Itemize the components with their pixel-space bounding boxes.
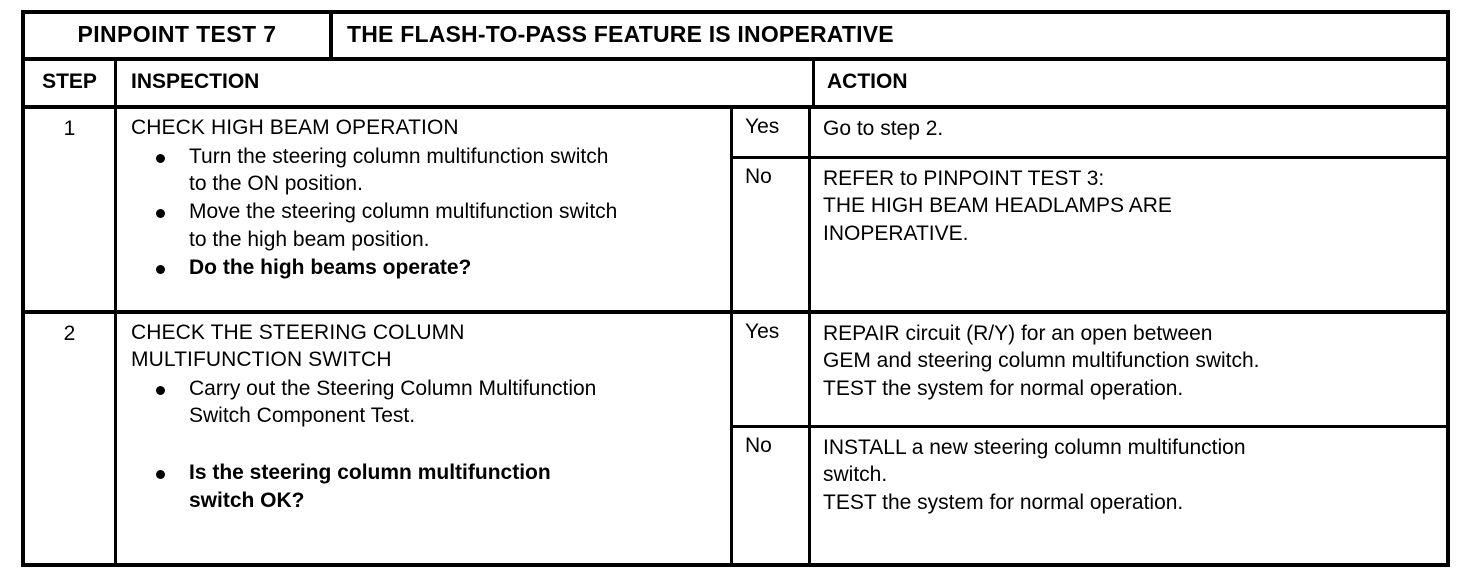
list-item-line: Turn the steering column multifunction s… [189,144,609,168]
list-item-line: Is the steering column multifunction [189,461,551,485]
action-line: Go to step 2. [823,117,944,140]
list-item-line: Do the high beams operate? [189,256,472,280]
pinpoint-test-table: PINPOINT TEST 7 THE FLASH-TO-PASS FEATUR… [21,10,1450,567]
column-header-action: ACTION [827,70,908,93]
action-line: TEST the system for normal operation. [823,376,1184,400]
list-item-line: to the ON position. [189,172,363,196]
step-number: 1 [25,109,117,310]
action-text: Go to step 2. [811,109,1446,156]
answer-label-no: No [733,428,811,563]
action-line: REPAIR circuit (R/Y) for an open between [823,322,1213,345]
step-inspection-cell: CHECK THE STEERING COLUMN MULTIFUNCTION … [117,314,733,563]
action-line: THE HIGH BEAM HEADLAMPS ARE [823,194,1172,218]
answer-label-yes: Yes [733,109,811,156]
list-item: Turn the steering column multifunction s… [131,143,720,198]
action-line: GEM and steering column multifunction sw… [823,349,1260,373]
list-item-line: to the high beam position. [189,227,430,251]
step-inspection-cell: CHECK HIGH BEAM OPERATION Turn the steer… [117,109,733,310]
result-row-yes: Yes REPAIR circuit (R/Y) for an open bet… [733,314,1446,428]
action-line: REFER to PINPOINT TEST 3: [823,167,1105,190]
action-line: INOPERATIVE. [823,221,969,245]
action-line: TEST the system for normal operation. [823,490,1184,514]
result-row-no: No INSTALL a new steering column multifu… [733,428,1446,563]
list-item-line: Switch Component Test. [189,404,416,428]
table-row: 1 CHECK HIGH BEAM OPERATION Turn the ste… [25,109,1446,314]
list-item-line: Move the steering column multifunction s… [189,200,618,224]
inspection-bullet-list: Turn the steering column multifunction s… [131,143,720,281]
inspection-heading: CHECK THE STEERING COLUMN MULTIFUNCTION … [131,320,720,374]
action-line: switch. [823,463,888,487]
step-number: 2 [25,314,117,563]
inspection-heading-line: CHECK THE STEERING COLUMN [131,321,465,344]
pinpoint-test-number: PINPOINT TEST 7 [25,14,333,57]
inspection-bullet-list: Carry out the Steering Column Multifunct… [131,375,720,514]
result-row-yes: Yes Go to step 2. [733,109,1446,159]
inspection-heading: CHECK HIGH BEAM OPERATION [131,115,720,142]
list-item-line: switch OK? [189,488,305,512]
answer-label-no: No [733,159,811,310]
result-row-no: No REFER to PINPOINT TEST 3: THE HIGH BE… [733,159,1446,310]
inspection-heading-line: CHECK HIGH BEAM OPERATION [131,116,459,139]
list-item-line: Carry out the Steering Column Multifunct… [189,376,597,400]
table-row: 2 CHECK THE STEERING COLUMN MULTIFUNCTIO… [25,314,1446,563]
list-item: Carry out the Steering Column Multifunct… [131,375,720,430]
column-header-step: STEP [25,61,117,105]
pinpoint-test-description: THE FLASH-TO-PASS FEATURE IS INOPERATIVE [347,21,894,47]
action-text: REPAIR circuit (R/Y) for an open between… [811,314,1446,425]
inspection-heading-line: MULTIFUNCTION SWITCH [131,347,392,371]
list-item-question: Is the steering column multifunction swi… [131,459,720,514]
column-header-inspection: INSPECTION [117,61,815,105]
action-text: INSTALL a new steering column multifunct… [811,428,1446,563]
action-line: INSTALL a new steering column multifunct… [823,436,1246,459]
step-results-cell: Yes Go to step 2. No REFER to PINPOINT T… [733,109,1446,310]
answer-label-yes: Yes [733,314,811,425]
list-item: Move the steering column multifunction s… [131,198,720,253]
table-title-row: PINPOINT TEST 7 THE FLASH-TO-PASS FEATUR… [25,14,1446,61]
table-column-header-row: STEP INSPECTION ACTION [25,61,1446,109]
step-results-cell: Yes REPAIR circuit (R/Y) for an open bet… [733,314,1446,563]
action-text: REFER to PINPOINT TEST 3: THE HIGH BEAM … [811,159,1446,310]
list-item-question: Do the high beams operate? [131,254,720,281]
